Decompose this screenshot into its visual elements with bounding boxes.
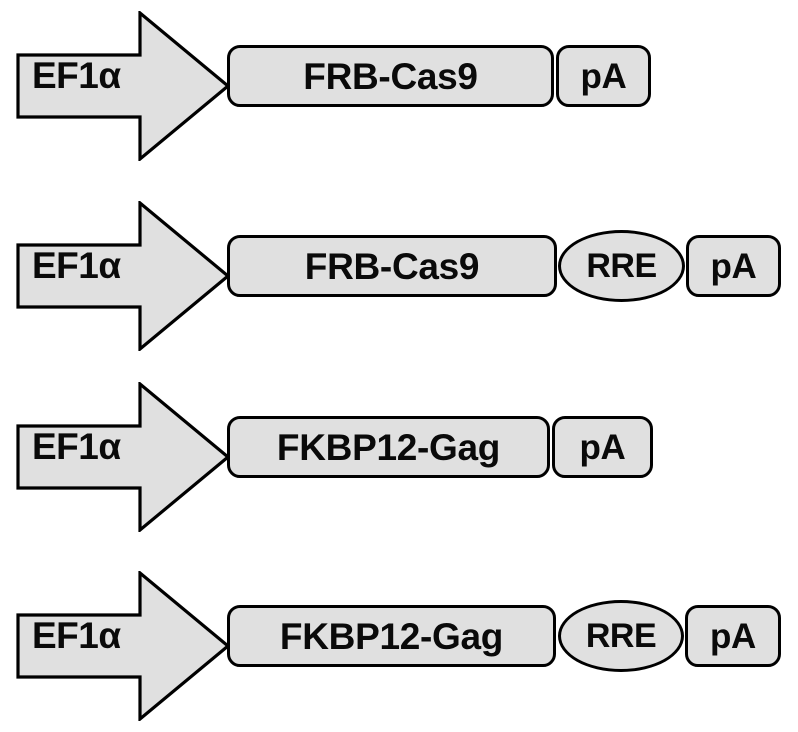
cds-box-fkbp12-gag: FKBP12-Gag	[227, 416, 550, 478]
polya-box-1: pA	[556, 45, 651, 107]
construct-row-frb-cas9: EF1α FRB-Cas9 pA	[0, 0, 798, 180]
promoter-arrow-3	[16, 382, 231, 532]
promoter-arrow-1	[16, 11, 231, 161]
polya-box-2: pA	[686, 235, 781, 297]
promoter-label-1: EF1α	[32, 55, 121, 96]
cds-box-fkbp12-gag-rre: FKBP12-Gag	[227, 605, 556, 667]
polya-box-4: pA	[685, 605, 781, 667]
promoter-label-2: EF1α	[32, 245, 121, 286]
construct-row-frb-cas9-rre: EF1α FRB-Cas9 RRE pA	[0, 190, 798, 370]
promoter-label-3: EF1α	[32, 426, 121, 467]
rre-ellipse-2: RRE	[558, 230, 685, 302]
arrow-shape-3	[16, 382, 231, 532]
polya-box-3: pA	[552, 416, 653, 478]
construct-row-fkbp12-gag: EF1α FKBP12-Gag pA	[0, 370, 798, 550]
rre-ellipse-4: RRE	[558, 600, 684, 672]
promoter-arrow-2	[16, 201, 231, 351]
promoter-arrow-4	[16, 571, 231, 721]
arrow-shape-2	[16, 201, 231, 351]
cds-box-frb-cas9-rre: FRB-Cas9	[227, 235, 557, 297]
arrow-shape-4	[16, 571, 231, 721]
cds-box-frb-cas9: FRB-Cas9	[227, 45, 554, 107]
construct-row-fkbp12-gag-rre: EF1α FKBP12-Gag RRE pA	[0, 560, 798, 732]
promoter-label-4: EF1α	[32, 615, 121, 656]
arrow-shape-1	[16, 11, 231, 161]
